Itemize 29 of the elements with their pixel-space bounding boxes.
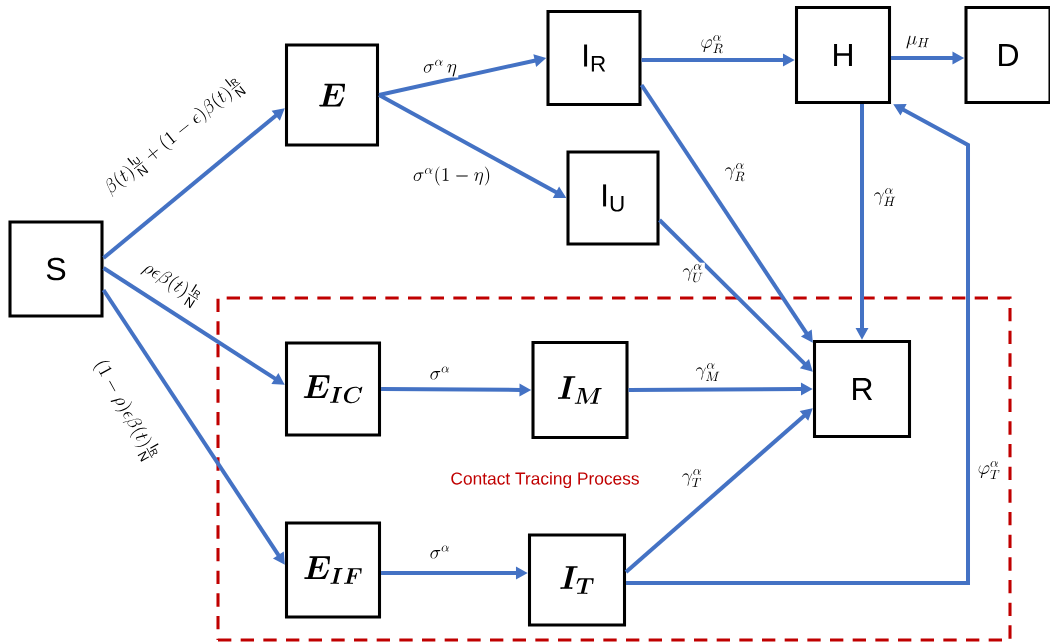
compartment-box: $E$: [284, 43, 380, 147]
compartment-box: I$_{U}$: [566, 150, 660, 246]
edge-label: $\beta(t)\frac{\mathrm{I_U}}{\mathrm{N}}+(1-\epsilon)\beta(t)\frac{\mathrm{I_R}}{\mathrm{N}}$: [97, 70, 251, 202]
arrow: [658, 218, 813, 372]
compartment-box: $I_{M}$: [531, 340, 629, 440]
edge-label: $\sigma^{\alpha}$: [428, 365, 452, 381]
compartment-box: D: [964, 5, 1050, 105]
edge-label: $\gamma_H^{\alpha}$: [872, 186, 898, 208]
edge-label: $\gamma_M^{\alpha}$: [694, 361, 722, 383]
compartment-box: I$_{R}$: [546, 9, 642, 107]
edge-label: $\mu_H$: [904, 34, 932, 50]
edge-label: $\sigma^{\alpha}$: [428, 544, 452, 560]
region-label: Contact Tracing Process: [451, 471, 639, 489]
arrow: [626, 104, 970, 585]
compartment-box: R: [812, 339, 912, 439]
compartment-box: S: [8, 220, 104, 318]
edge-label: $\sigma^{\alpha}(1-\eta)$: [411, 165, 493, 187]
edge-label: $(1-\rho)\epsilon\beta(t)\frac{\mathrm{I_R}}{\mathrm{N}}$: [86, 353, 166, 467]
edge-label: $\varphi_R^{\alpha}$: [699, 33, 725, 55]
compartment-box: $I_{T}$: [527, 533, 627, 627]
compartment-box: $E_{IF}$: [284, 521, 382, 619]
compartment-box: H: [794, 5, 892, 105]
edge-label: $\gamma_U^{\alpha}$: [681, 262, 705, 284]
edge-label: $\gamma_T^{\alpha}$: [680, 467, 704, 489]
edge-label: $\rho\epsilon\beta(t)\frac{\mathrm{I_R}}{\mathrm{N}}$: [136, 254, 208, 312]
edge-label: $\sigma^{\alpha}\,\eta$: [421, 58, 459, 78]
compartment-box: $E_{IC}$: [284, 341, 382, 437]
edge-label: $\gamma_R^{\alpha}$: [723, 161, 747, 183]
edge-label: $\varphi_T^{\alpha}$: [976, 459, 1002, 481]
